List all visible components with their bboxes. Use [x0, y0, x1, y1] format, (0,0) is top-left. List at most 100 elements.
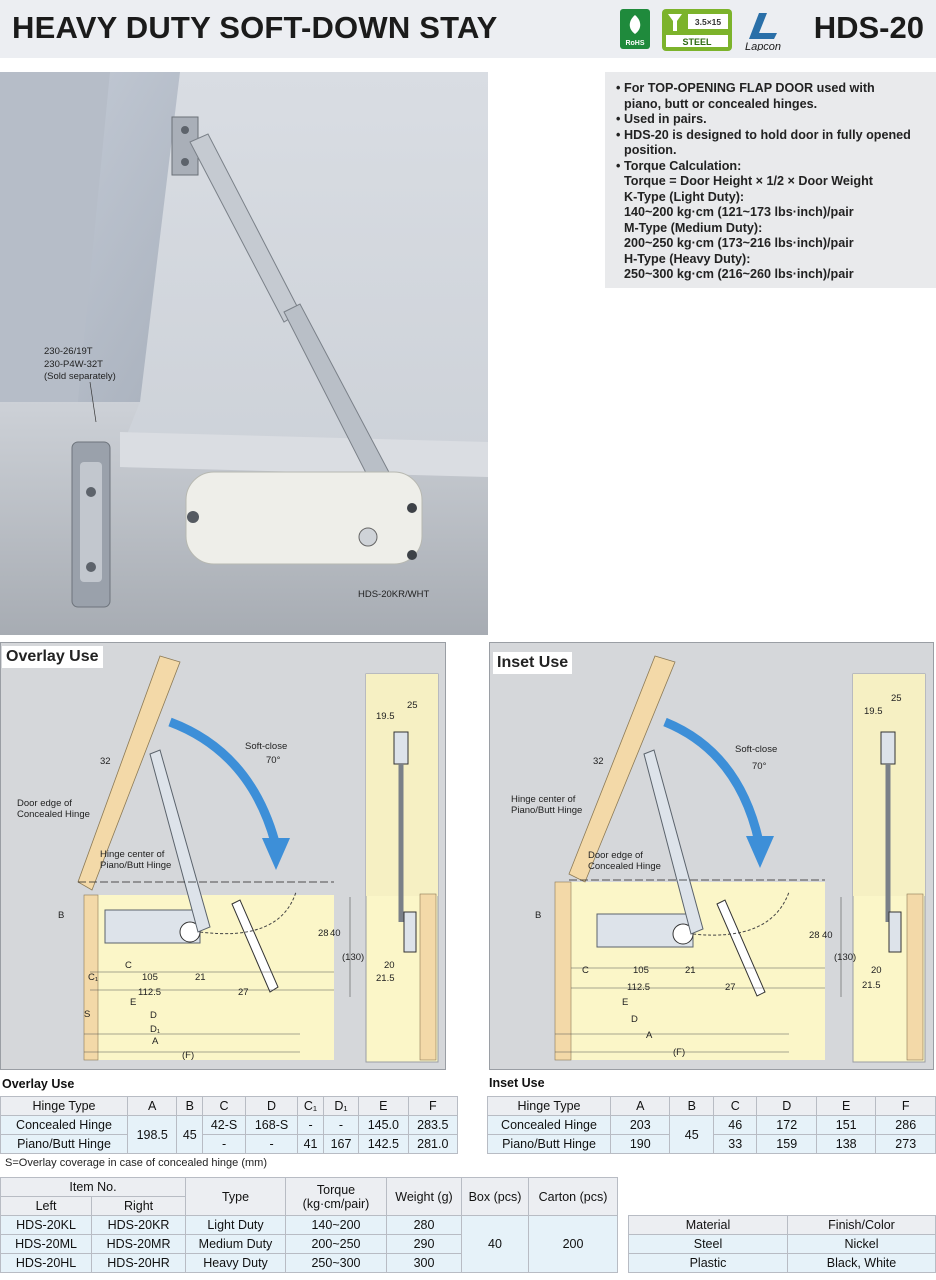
overlay-spec-table: Hinge Type A B C D C₁ D₁ E F Concealed H…	[0, 1096, 459, 1154]
angle-label: 70°	[266, 755, 281, 766]
table-cell: 151	[815, 1115, 877, 1135]
col-header: Carton (pcs)	[528, 1177, 618, 1216]
door-edge-label: Concealed Hinge	[588, 861, 661, 872]
dim-label: A	[646, 1030, 653, 1041]
screw-size-text: 3.5×15	[695, 17, 722, 27]
dim-label: 40	[330, 928, 341, 939]
torque-header-label: Torque	[316, 1182, 356, 1197]
door-edge-label: Door edge of	[17, 798, 72, 809]
dim-label: E	[130, 997, 136, 1008]
table-cell: 145.0	[358, 1115, 409, 1135]
dim-label: 28	[318, 928, 329, 939]
dim-label: 21	[195, 972, 206, 983]
soft-close-label: Soft-close	[735, 744, 777, 755]
table-cell: Heavy Duty	[185, 1253, 286, 1273]
dim-label: D	[150, 1010, 157, 1021]
table-cell: 138	[815, 1134, 877, 1154]
steel-text: STEEL	[682, 37, 712, 47]
col-header: Left	[0, 1196, 93, 1216]
col-header: F	[875, 1096, 936, 1116]
feature-list-box: For TOP-OPENING FLAP DOOR used with pian…	[605, 72, 936, 288]
rohs-text: RoHS	[625, 40, 644, 47]
col-header: C₁	[297, 1096, 324, 1116]
table-cell: Nickel	[787, 1234, 936, 1254]
table-cell: 273	[875, 1134, 936, 1154]
table-cell: -	[322, 1115, 360, 1135]
dim-label: C₁	[88, 972, 98, 983]
table-cell: 172	[756, 1115, 817, 1135]
dim-label: S	[84, 1009, 90, 1020]
inset-table-caption: Inset Use	[489, 1076, 545, 1090]
table-row: Plastic Black, White	[628, 1253, 936, 1273]
dim-label: 27	[725, 982, 736, 993]
table-cell: 140~200	[285, 1215, 387, 1235]
table-row: Piano/Butt Hinge - - 41 167 142.5 281.0	[0, 1134, 459, 1154]
table-cell: 45	[176, 1115, 204, 1154]
feature-line: HDS-20 is designed to hold door in fully…	[616, 128, 936, 144]
inset-spec-table: Hinge Type A B C D E F Concealed Hinge 2…	[487, 1096, 936, 1154]
table-cell: Black, White	[787, 1253, 936, 1273]
feature-line: 140~200 kg·cm (121~173 lbs·inch)/pair	[624, 205, 854, 219]
table-cell: 200~250	[285, 1234, 387, 1254]
torque-unit-label: (kg·cm/pair)	[302, 1196, 370, 1211]
table-header-row: Item No. Type Torque (kg·cm/pair) Weight…	[0, 1177, 618, 1216]
product-label: HDS-20KR/WHT	[358, 589, 429, 600]
dim-label: 20	[871, 965, 882, 976]
table-header-row: Left Right	[0, 1196, 618, 1216]
rohs-badge-icon: RoHS	[620, 9, 650, 49]
dim-label: D₁	[150, 1024, 160, 1035]
dim-label: B	[58, 910, 64, 921]
dim-label: C	[125, 960, 132, 971]
table-cell: HDS-20KL	[0, 1215, 93, 1235]
dim-label: 40	[822, 930, 833, 941]
col-header: C	[202, 1096, 246, 1116]
dim-label: A	[152, 1036, 159, 1047]
dim-label: 21.5	[376, 973, 395, 984]
col-header: B	[176, 1096, 204, 1116]
inset-use-diagram: Soft-close 70° Hinge center of Piano/But…	[489, 642, 934, 1070]
table-cell: HDS-20ML	[0, 1234, 93, 1254]
table-cell: 40	[461, 1215, 529, 1273]
col-header: Material	[628, 1215, 788, 1235]
soft-down-stay-image	[171, 116, 423, 565]
table-cell: Concealed Hinge	[487, 1115, 611, 1135]
col-header: B	[669, 1096, 714, 1116]
material-table: Material Finish/Color Steel Nickel Plast…	[628, 1215, 936, 1273]
table-row: HDS-20KL HDS-20KR Light Duty 140~200 280…	[0, 1215, 618, 1273]
table-row: HDS-20HL HDS-20HR Heavy Duty 250~300 300	[0, 1253, 618, 1273]
dim-label: 20	[384, 960, 395, 971]
table-cell: Light Duty	[185, 1215, 286, 1235]
hinge-label-3: (Sold separately)	[44, 371, 116, 382]
feature-line: H-Type (Heavy Duty):	[624, 251, 751, 266]
dim-label: C	[582, 965, 589, 976]
overlay-note: S=Overlay coverage in case of concealed …	[5, 1157, 267, 1169]
table-row: Concealed Hinge 203 45 46 172 151 286	[487, 1115, 936, 1154]
inset-use-title: Inset Use	[493, 652, 573, 674]
table-cell: Piano/Butt Hinge	[487, 1134, 611, 1154]
col-header: D	[756, 1096, 817, 1116]
hinge-label-2: 230-P4W-32T	[44, 359, 103, 370]
dim-label: (130)	[342, 952, 364, 963]
col-header: F	[407, 1096, 459, 1116]
table-cell: 290	[386, 1234, 462, 1254]
table-row: Concealed Hinge 198.5 45 42-S 168-S - - …	[0, 1115, 459, 1154]
col-header-torque: Torque (kg·cm/pair)	[285, 1177, 387, 1216]
table-cell: Medium Duty	[185, 1234, 286, 1254]
table-cell: Plastic	[628, 1253, 788, 1273]
header-bar	[0, 0, 936, 58]
dim-label: 19.5	[864, 706, 883, 717]
dim-label: 25	[891, 693, 902, 704]
dim-label: D	[631, 1014, 638, 1025]
hinge-center-label: Piano/Butt Hinge	[100, 860, 171, 871]
soft-close-label: Soft-close	[245, 741, 287, 752]
table-cell: HDS-20MR	[91, 1234, 186, 1254]
table-cell: Piano/Butt Hinge	[0, 1134, 128, 1154]
dim-label: 112.5	[627, 982, 650, 993]
table-cell: 159	[756, 1134, 817, 1154]
table-cell: 41	[297, 1134, 324, 1154]
table-cell: 198.5	[126, 1115, 178, 1154]
lapcon-logo-icon: Lapcon	[745, 13, 781, 51]
table-header-row: Hinge Type A B C D C₁ D₁ E F	[0, 1096, 459, 1116]
table-cell: -	[297, 1115, 324, 1135]
steel-screw-badge-icon: 3.5×15 STEEL	[662, 9, 732, 51]
